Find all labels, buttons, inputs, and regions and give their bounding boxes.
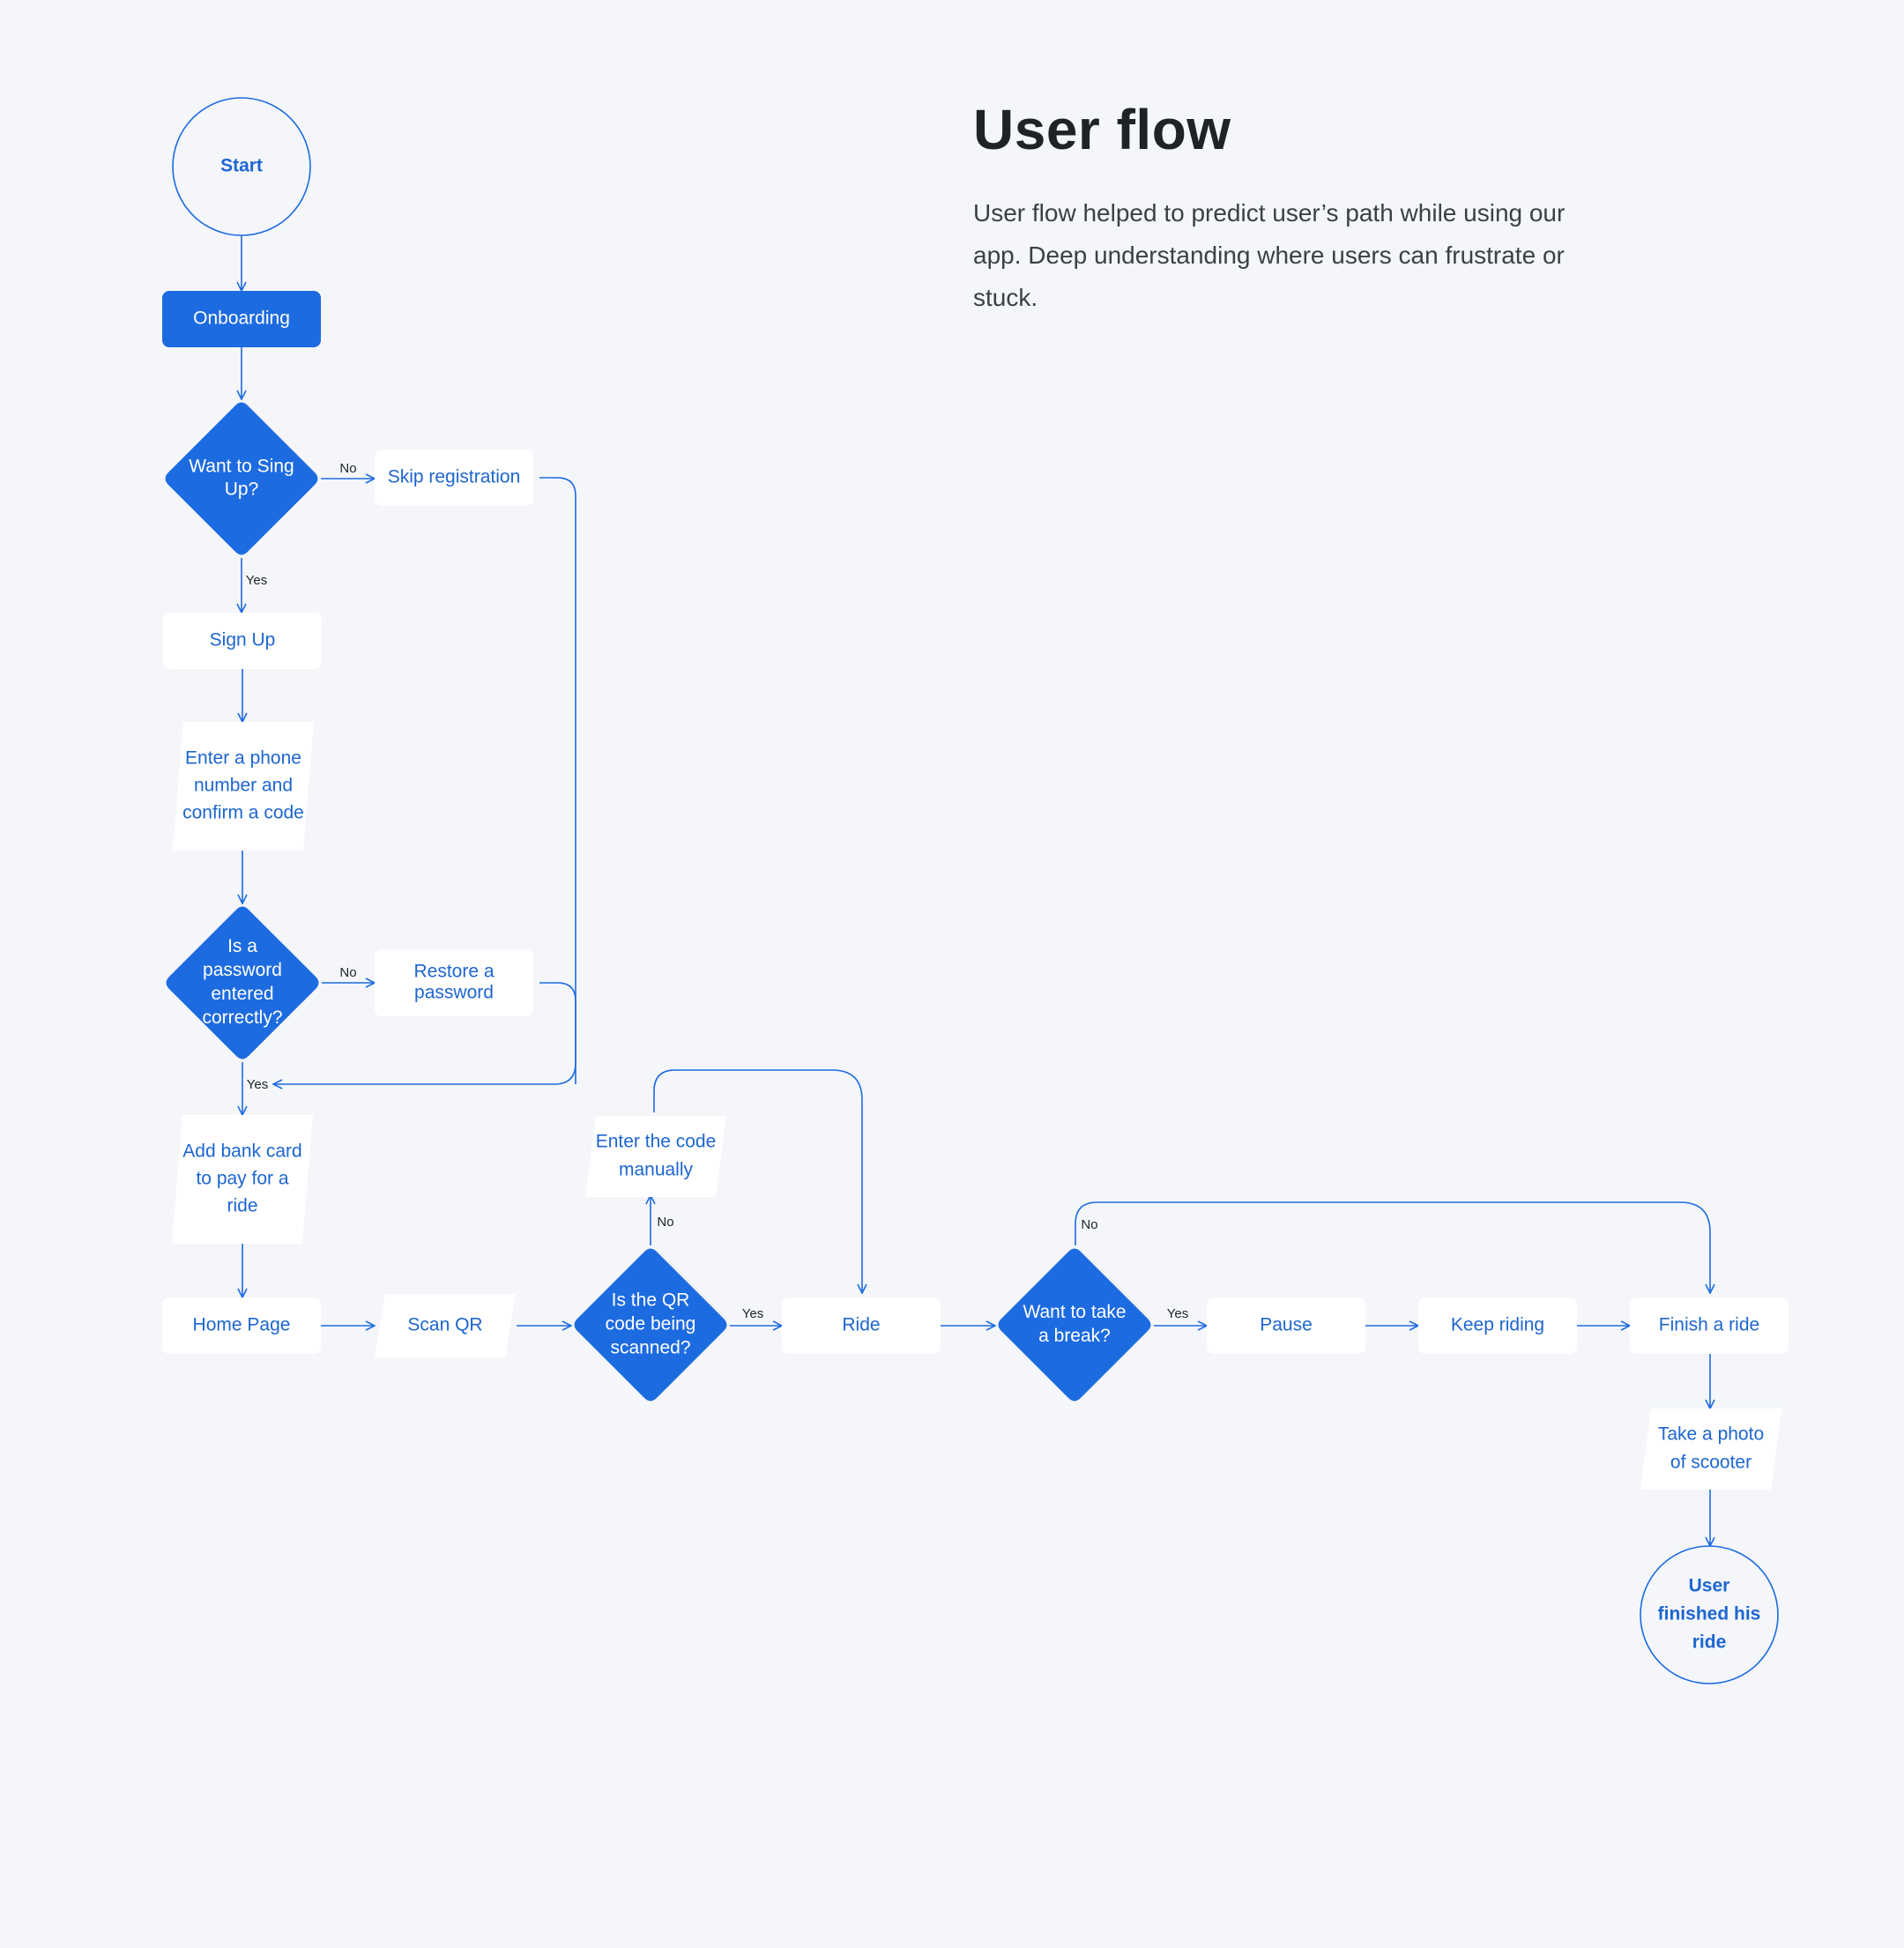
- node-label: Finish a ride: [1659, 1315, 1759, 1335]
- node-shape: [574, 1248, 727, 1402]
- node-shape: [1640, 1545, 1779, 1684]
- node-shape: [998, 1248, 1151, 1402]
- edge-want-signup-to-skip-registration: No: [321, 461, 375, 479]
- node-shape: [165, 402, 318, 555]
- edge-password-correct-to-restore-password: No: [322, 965, 375, 983]
- node-shape: [163, 613, 322, 669]
- node-label: Scan QR: [407, 1315, 482, 1335]
- node-shape: [1640, 1409, 1781, 1490]
- node-shape: [166, 906, 319, 1060]
- node-shape: [172, 97, 311, 236]
- edge-label: No: [339, 965, 356, 980]
- node-shape: [173, 722, 314, 851]
- node-label: Pause: [1260, 1315, 1313, 1335]
- node-sign-up: Sign Up: [163, 613, 322, 669]
- node-label: Ride: [842, 1315, 880, 1335]
- node-label: Skip registration: [388, 467, 521, 487]
- node-shape: [1630, 1297, 1789, 1354]
- node-shape: [782, 1297, 941, 1354]
- node-skip-registration: Skip registration: [375, 450, 533, 506]
- edge-skip-registration-to-add-bank-card: [273, 477, 576, 1084]
- node-label: Sign Up: [210, 630, 276, 651]
- node-label: Onboarding: [193, 309, 290, 329]
- edge-label: No: [657, 1215, 673, 1230]
- node-pause: Pause: [1207, 1297, 1365, 1354]
- node-shape: [375, 949, 533, 1016]
- node-keep-riding: Keep riding: [1418, 1297, 1577, 1354]
- node-label: Start: [220, 156, 263, 176]
- node-label: Home Page: [193, 1315, 291, 1335]
- node-shape: [375, 1294, 516, 1357]
- node-shape: [1207, 1297, 1365, 1354]
- edge-restore-password-to-add-bank-card: [539, 982, 576, 1084]
- edge-enter-code-to-ride: [653, 1069, 862, 1293]
- edge-label: Yes: [246, 573, 267, 588]
- node-finish-ride: Finish a ride: [1630, 1297, 1789, 1354]
- edge-want-break-to-finish-ride: No: [1075, 1201, 1710, 1293]
- node-shape: [1418, 1297, 1577, 1354]
- node-ride: Ride: [782, 1297, 941, 1354]
- edge-qr-scanned-to-enter-code: No: [651, 1195, 674, 1245]
- node-label: Keep riding: [1451, 1315, 1544, 1335]
- edge-qr-scanned-to-ride: Yes: [730, 1306, 782, 1326]
- edge-label: No: [1081, 1217, 1097, 1232]
- node-scan-qr: Scan QR: [375, 1294, 516, 1357]
- node-home-page: Home Page: [162, 1297, 321, 1354]
- node-shape: [162, 291, 321, 347]
- page-title: User flow: [973, 98, 1231, 161]
- page-description: User flow helped to predict user’s path …: [973, 199, 1566, 311]
- edge-password-correct-to-add-bank-card: Yes: [242, 1062, 268, 1115]
- edge-label: Yes: [1167, 1306, 1188, 1321]
- edge-label: No: [339, 461, 356, 476]
- edge-label: Yes: [742, 1306, 763, 1321]
- node-shape: [172, 1115, 313, 1244]
- edge-want-break-to-pause: Yes: [1154, 1306, 1207, 1326]
- node-start: Start: [172, 97, 311, 236]
- edge-label: Yes: [247, 1077, 268, 1092]
- node-onboarding: Onboarding: [162, 291, 321, 347]
- edge-want-signup-to-sign-up: Yes: [242, 558, 267, 613]
- node-shape: [585, 1116, 726, 1197]
- node-shape: [162, 1297, 321, 1354]
- node-shape: [375, 450, 533, 506]
